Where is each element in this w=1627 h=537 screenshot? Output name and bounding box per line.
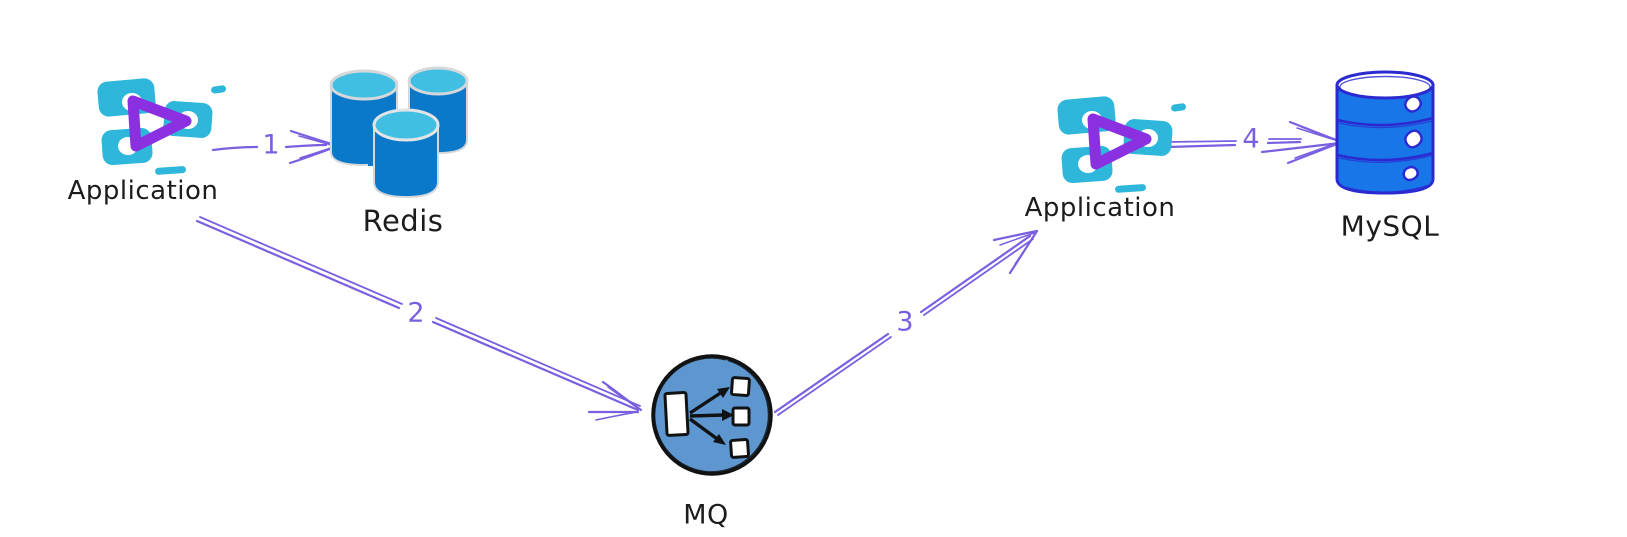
node-label-redis: Redis: [362, 204, 444, 238]
node-mq[interactable]: MQ: [642, 345, 782, 535]
edge-label-1[interactable]: 1: [262, 129, 280, 161]
node-application-right[interactable]: Application: [1025, 88, 1198, 228]
edge-label-4[interactable]: 4: [1242, 123, 1260, 155]
node-mysql[interactable]: MySQL: [1325, 58, 1475, 248]
edge-label-3[interactable]: 3: [896, 306, 914, 338]
node-label-application-right: Application: [1024, 193, 1176, 223]
edge-label-2[interactable]: 2: [407, 297, 425, 329]
redis-database-icon: [329, 66, 469, 199]
mysql-database-icon: [1335, 70, 1436, 195]
node-redis[interactable]: Redis: [320, 60, 490, 250]
application-icon: [88, 76, 228, 176]
edge-arrow-3[interactable]: [773, 229, 1039, 416]
node-label-application-left: Application: [67, 176, 219, 206]
edge-arrow-2[interactable]: [195, 216, 643, 421]
node-application-left[interactable]: Application: [68, 70, 238, 210]
node-label-mq: MQ: [683, 499, 729, 531]
node-label-mysql: MySQL: [1340, 209, 1440, 243]
message-queue-icon: [648, 351, 776, 479]
application-icon: [1048, 94, 1188, 194]
